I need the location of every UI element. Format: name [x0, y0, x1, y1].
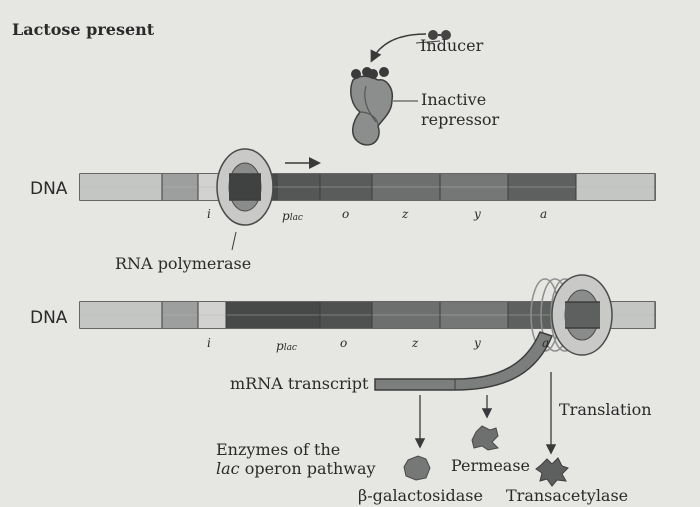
rna-polymerase-shape [216, 148, 274, 226]
gene-z-bottom: z [412, 336, 419, 350]
gene-a-top: a [540, 207, 548, 221]
transacetylase-shape [535, 457, 569, 487]
inducer-label: Inducer [420, 36, 484, 55]
dna-strand-top [79, 173, 656, 201]
rna-polymerase-label: RNA polymerase [115, 254, 252, 273]
rna-polymerase-bottom-shape [551, 274, 613, 356]
inducer-molecule [428, 30, 451, 40]
gene-plac-top-letter: p [282, 209, 290, 223]
permease-label: Permease [451, 456, 531, 475]
translation-label: Translation [559, 400, 652, 419]
beta-galactosidase-shape [403, 455, 431, 481]
gene-y-top: y [474, 207, 481, 221]
gene-plac-bottom: plac [276, 340, 297, 353]
mrna-transcript-shape [374, 331, 553, 391]
gene-plac-bottom-letter: p [276, 339, 284, 353]
diagram-title: Lactose present [12, 20, 155, 39]
mrna-transcript-label: mRNA transcript [230, 374, 369, 393]
gene-y-bottom: y [474, 336, 481, 350]
enzymes-label-rest: operon pathway [239, 459, 376, 478]
gene-plac-top: plac [282, 210, 303, 223]
inactive-repressor-shape [350, 67, 394, 146]
enzymes-label-line1: Enzymes of the [216, 440, 341, 459]
dna-label-top: DNA [30, 179, 68, 199]
enzymes-lac-italic: lac [216, 459, 240, 478]
inactive-repressor-label-line1: Inactive [421, 90, 487, 109]
enzymes-label-line2: lac operon pathway [216, 461, 376, 477]
gene-plac-top-sub: lac [289, 213, 303, 223]
inducer-leader-line [415, 40, 441, 44]
gene-i-top: i [207, 207, 211, 221]
gene-o-bottom: o [340, 336, 348, 350]
gene-plac-bottom-sub: lac [283, 343, 297, 353]
gene-i-bottom: i [207, 336, 211, 350]
beta-galactosidase-label: β-galactosidase [358, 486, 483, 505]
gene-z-top: z [402, 207, 409, 221]
gene-a-bottom: a [542, 336, 550, 350]
gene-o-top: o [342, 207, 350, 221]
permease-shape [471, 425, 500, 451]
transacetylase-label: Transacetylase [506, 486, 629, 505]
dna-label-bottom: DNA [30, 308, 68, 328]
inactive-repressor-label-line2: repressor [421, 110, 500, 129]
inducer-binding-arrow [370, 33, 427, 63]
rna-polymerase-leader-line [231, 231, 237, 251]
